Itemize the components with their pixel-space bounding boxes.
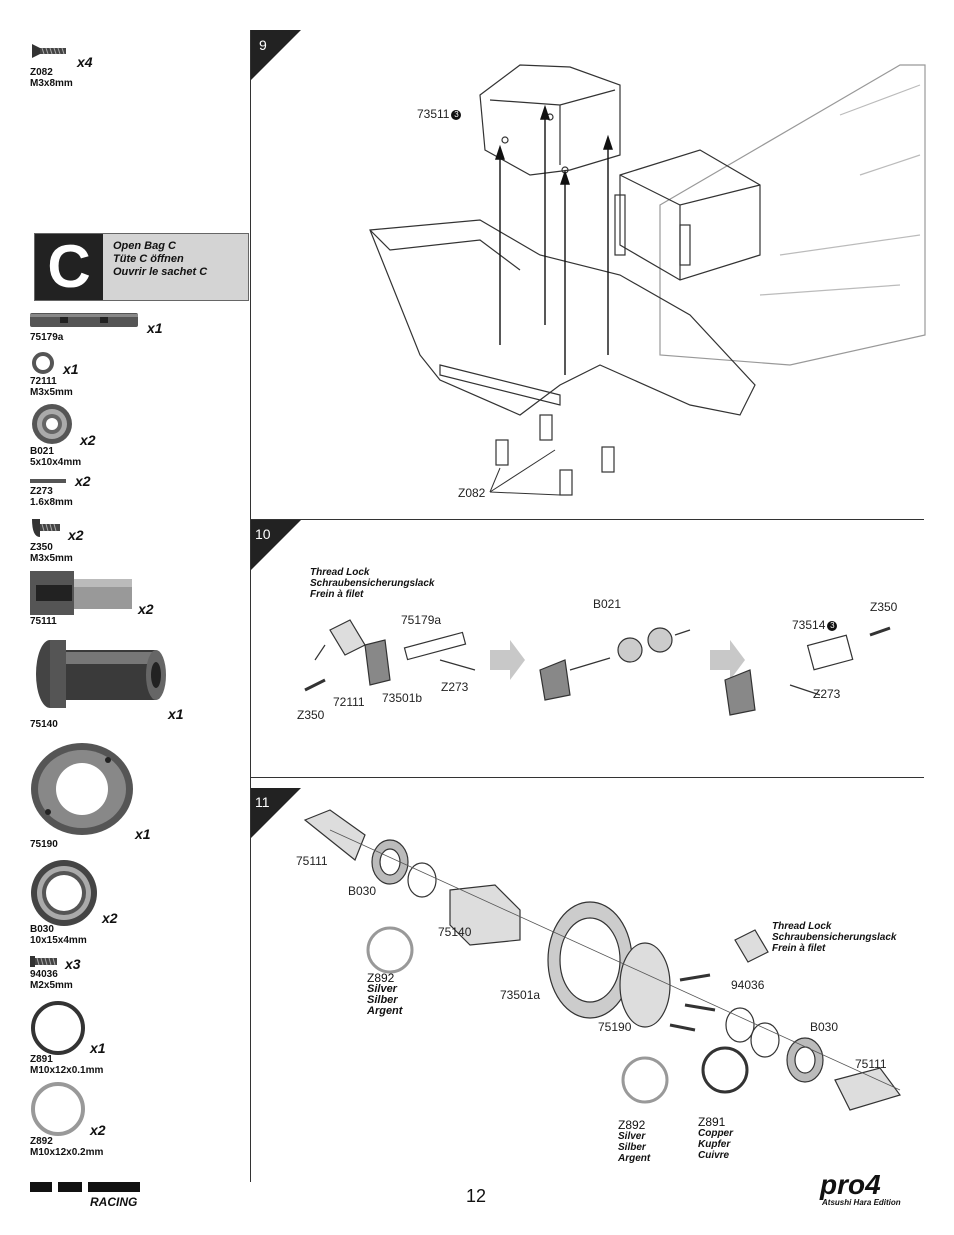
diff-plate-icon <box>31 743 133 835</box>
z891-bottom-callout: Z891 Copper Kupfer Cuivre <box>698 1115 733 1161</box>
label-73501a: 73501a <box>500 988 541 1002</box>
qty-72111: x1 <box>63 361 79 377</box>
label-z350-b: Z350 <box>870 600 898 614</box>
label-73501b: 73501b <box>382 691 423 705</box>
part-size-z892: M10x12x0.2mm <box>30 1147 104 1158</box>
svg-text:Atsushi Hara Edition: Atsushi Hara Edition <box>821 1198 901 1207</box>
step-11-drawing <box>303 809 901 1111</box>
pin-icon <box>30 479 66 483</box>
bearing-icon <box>32 404 72 444</box>
part-code-75179a: 75179a <box>30 332 64 343</box>
copper-shim-icon <box>31 1001 85 1055</box>
part-code-b021: B021 <box>30 446 54 457</box>
flat-screw-icon <box>32 44 66 58</box>
label-75190: 75190 <box>598 1020 632 1034</box>
marker-3-icon: 3 <box>451 109 462 120</box>
pro4-logo: pro4 Atsushi Hara Edition <box>819 1169 901 1207</box>
label-75179a: 75179a <box>401 613 442 627</box>
part-code-z892: Z892 <box>30 1136 53 1147</box>
svg-text:RACING: RACING <box>90 1195 137 1209</box>
bag-line-en: Open Bag C <box>113 240 176 252</box>
step-11-number: 11 <box>255 794 270 810</box>
bag-line-fr: Ouvrir le sachet C <box>113 266 208 278</box>
part-code-75190: 75190 <box>30 839 58 850</box>
part-code-75111: 75111 <box>30 616 57 627</box>
part-code-z350: Z350 <box>30 542 53 553</box>
part-code-75140: 75140 <box>30 719 58 730</box>
label-z082: Z082 <box>458 486 486 500</box>
label-72111: 72111 <box>333 695 365 709</box>
small-screw-icon <box>30 956 57 967</box>
qty-b021: x2 <box>80 432 96 448</box>
marker-3-icon: 3 <box>827 620 838 631</box>
label-94036: 94036 <box>731 978 765 992</box>
part-code-72111: 72111 <box>30 376 57 387</box>
step-9-triangle <box>251 30 301 80</box>
qty-z082: x4 <box>77 54 93 70</box>
label-75111-b: 75111 <box>855 1057 887 1071</box>
qty-z892: x2 <box>90 1122 106 1138</box>
step-10-number: 10 <box>255 526 271 542</box>
washer-icon <box>32 352 54 374</box>
qty-z273: x2 <box>75 473 91 489</box>
label-b030-a: B030 <box>348 884 377 898</box>
step-10-triangle <box>251 520 301 570</box>
part-code-z891: Z891 <box>30 1054 53 1065</box>
outdrive-icon <box>30 571 132 615</box>
diff-case-icon <box>36 640 166 708</box>
part-size-z350: M3x5mm <box>30 553 73 564</box>
qty-75140: x1 <box>168 706 184 722</box>
part-code-z082: Z082 <box>30 67 53 78</box>
bag-instructions: Open Bag C Tüte C öffnen Ouvrir le sache… <box>113 240 207 279</box>
shaft-icon <box>30 313 138 327</box>
thread-lock-note-10: Thread Lock Schraubensicherungslack Frei… <box>310 567 435 600</box>
part-size-94036: M2x5mm <box>30 980 73 991</box>
part-size-z273: 1.6x8mm <box>30 497 73 508</box>
page-number: 12 <box>466 1186 487 1206</box>
part-size-72111: M3x5mm <box>30 387 73 398</box>
column-divider <box>250 30 251 1182</box>
step-divider-9-10 <box>251 519 924 520</box>
label-75140: 75140 <box>438 925 472 939</box>
label-z273-b: Z273 <box>813 687 841 701</box>
label-b030-b: B030 <box>810 1020 839 1034</box>
svg-text:pro4: pro4 <box>819 1169 881 1200</box>
silver-shim-icon <box>31 1082 85 1136</box>
qty-94036: x3 <box>65 956 81 972</box>
qty-75179a: x1 <box>147 320 163 336</box>
part-code-94036: 94036 <box>30 969 58 980</box>
step-10-drawing <box>304 619 891 716</box>
button-screw-icon <box>32 519 60 537</box>
qty-z891: x1 <box>90 1040 106 1056</box>
qty-75190: x1 <box>135 826 151 842</box>
z892-left-callout: Z892 Silver Silber Argent <box>367 971 403 1017</box>
z892-bottom-callout: Z892 Silver Silber Argent <box>618 1118 651 1164</box>
open-bag-box: C Open Bag C Tüte C öffnen Ouvrir le sac… <box>34 233 249 301</box>
part-size-b030: 10x15x4mm <box>30 935 87 946</box>
part-size-z891: M10x12x0.1mm <box>30 1065 104 1076</box>
part-code-b030: B030 <box>30 924 54 935</box>
part-code-z273: Z273 <box>30 486 53 497</box>
step-divider-10-11 <box>251 777 924 778</box>
label-z350-a: Z350 <box>297 708 325 722</box>
step-9-chassis-drawing <box>369 64 926 496</box>
qty-z350: x2 <box>68 527 84 543</box>
hpi-racing-logo: RACING <box>30 1182 140 1209</box>
large-bearing-icon <box>31 860 97 926</box>
bag-letter: C <box>35 234 103 300</box>
label-75111-a: 75111 <box>296 854 328 868</box>
label-z273-a: Z273 <box>441 680 469 694</box>
step-11-triangle <box>251 788 301 838</box>
part-size-z082: M3x8mm <box>30 78 73 89</box>
bag-line-de: Tüte C öffnen <box>113 253 184 265</box>
qty-75111: x2 <box>138 601 154 617</box>
label-b021: B021 <box>593 597 622 611</box>
thread-lock-note-11: Thread Lock Schraubensicherungslack Frei… <box>772 921 897 954</box>
part-size-b021: 5x10x4mm <box>30 457 82 468</box>
step-9-number: 9 <box>259 37 267 53</box>
qty-b030: x2 <box>102 910 118 926</box>
